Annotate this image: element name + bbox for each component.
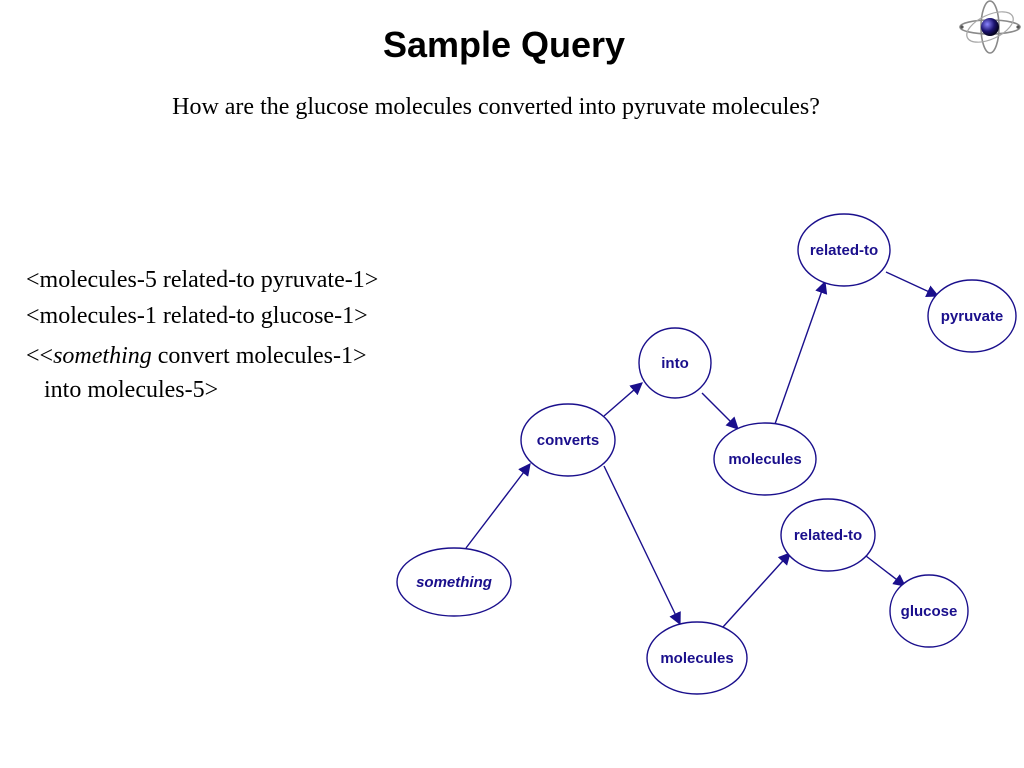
triple-suffix: convert molecules-1> bbox=[151, 343, 367, 369]
node-label: something bbox=[416, 574, 492, 591]
edge-related-to-pyruvate bbox=[885, 271, 940, 297]
query-question: How are the glucose molecules converted … bbox=[172, 94, 820, 120]
edge-converts-molecules bbox=[603, 465, 681, 626]
edge-molecules-related-to bbox=[774, 280, 828, 425]
triple-line: <molecules-5 related-to pyruvate-1> bbox=[26, 267, 379, 293]
node-label: glucose bbox=[901, 603, 958, 620]
graph-node: into bbox=[638, 327, 712, 399]
node-label: into bbox=[661, 355, 689, 372]
graph-node: pyruvate bbox=[927, 279, 1017, 353]
triple-prefix: << bbox=[26, 343, 54, 369]
edge-converts-into bbox=[603, 382, 643, 417]
graph-node: molecules bbox=[713, 422, 817, 496]
graph-node: something bbox=[396, 547, 512, 617]
graph-node: related-to bbox=[797, 213, 891, 287]
node-label: related-to bbox=[794, 527, 862, 544]
graph-node: glucose bbox=[889, 574, 969, 648]
triple-italic-term: something bbox=[53, 343, 152, 369]
query-triples: <molecules-5 related-to pyruvate-1> <mol… bbox=[26, 262, 378, 406]
graph-node: related-to bbox=[780, 498, 876, 572]
node-label: related-to bbox=[810, 242, 878, 259]
triple-line: into molecules-5> bbox=[44, 377, 219, 403]
node-label: converts bbox=[537, 432, 600, 449]
edge-related-to-glucose bbox=[865, 555, 906, 587]
triple-line: <molecules-1 related-to glucose-1> bbox=[26, 303, 368, 329]
atom-orbit-icon bbox=[959, 0, 1021, 54]
triple-line: <<something convert molecules-1> bbox=[26, 338, 378, 374]
graph-node: converts bbox=[520, 403, 616, 477]
edge-molecules-related-to bbox=[722, 552, 791, 628]
node-label: molecules bbox=[728, 451, 801, 468]
node-label: pyruvate bbox=[941, 308, 1004, 325]
slide-title: Sample Query bbox=[382, 24, 626, 65]
graph-node: molecules bbox=[646, 621, 748, 695]
edge-something-converts bbox=[465, 462, 531, 549]
edge-into-molecules bbox=[701, 392, 739, 430]
node-label: molecules bbox=[660, 650, 733, 667]
